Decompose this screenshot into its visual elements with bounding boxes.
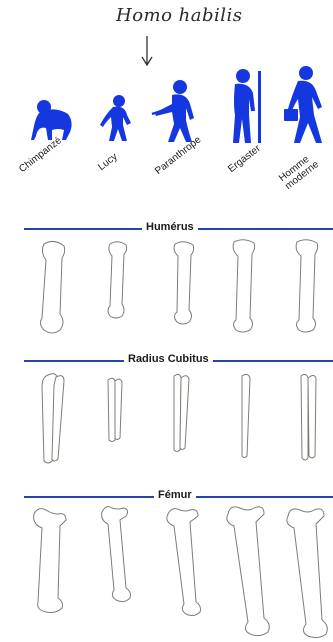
section-title-humerus: Humérus <box>142 221 198 233</box>
humerus-paranthrope <box>169 240 199 326</box>
section-title-radius-cubitus: Radius Cubitus <box>124 353 213 365</box>
radius-cubitus-paranthrope <box>168 372 194 454</box>
ergaster-figure-icon <box>227 67 267 145</box>
femur-modern-human <box>280 504 333 640</box>
femur-chimpanzee <box>28 506 74 614</box>
radius-cubitus-chimpanzee <box>34 371 70 467</box>
species-label-modern-human: Homme moderne <box>278 152 321 192</box>
paranthrope-figure-icon <box>150 78 200 144</box>
humerus-ergaster <box>228 238 260 334</box>
chimpanzee-figure-icon <box>30 92 80 142</box>
section-title-femur: Fémur <box>154 489 196 501</box>
radius-cubitus-lucy <box>104 376 126 444</box>
femur-lucy <box>96 504 140 604</box>
femur-ergaster <box>220 502 274 638</box>
humerus-lucy <box>104 240 132 320</box>
species-label-ergaster: Ergaster <box>226 143 263 175</box>
radius-cubitus-ergaster <box>236 372 256 460</box>
radius-cubitus-modern-human <box>296 372 322 464</box>
homo-habilis-annotation: Homo habilis <box>116 5 243 26</box>
humerus-modern-human <box>290 238 324 334</box>
humerus-chimpanzee <box>36 240 74 336</box>
species-label-lucy: Lucy <box>96 151 119 173</box>
down-arrow-icon <box>140 34 154 68</box>
modern-human-figure-icon <box>284 65 333 145</box>
femur-paranthrope <box>160 504 206 620</box>
lucy-figure-icon <box>97 93 137 143</box>
